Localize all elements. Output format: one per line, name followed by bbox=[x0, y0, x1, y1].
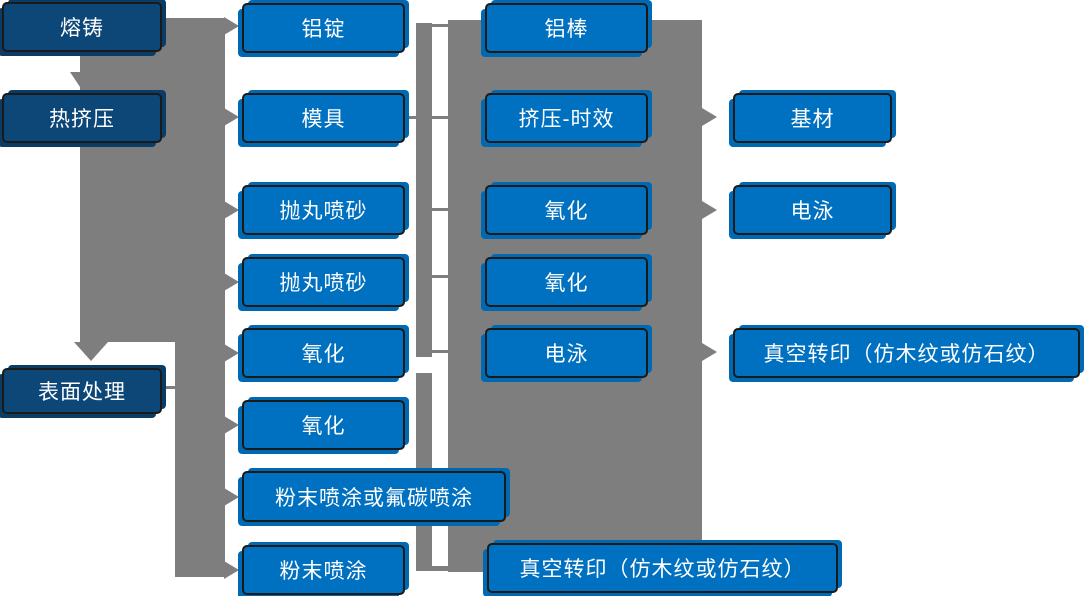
node-label: 氧化 bbox=[544, 200, 589, 223]
node-surface-treatment: 表面处理 bbox=[2, 368, 162, 414]
arrow-right-to-powder-fluorocarbon-icon bbox=[224, 488, 239, 506]
stub-surface-treatment-to-band bbox=[162, 386, 178, 389]
node-powder-coating: 粉末喷涂 bbox=[242, 545, 405, 595]
node-label: 氧化 bbox=[301, 343, 346, 366]
node-shot-blasting-1: 抛丸喷砂 bbox=[242, 185, 405, 235]
node-label: 真空转印（仿木纹或仿石纹） bbox=[763, 343, 1050, 366]
node-electrophoresis-b: 电泳 bbox=[733, 185, 892, 235]
node-label: 抛丸喷砂 bbox=[279, 200, 368, 223]
arrow-right-to-aluminum-ingot-icon bbox=[224, 17, 239, 35]
node-electrophoresis-a: 电泳 bbox=[485, 328, 648, 378]
stub-bar-to-block-row1 bbox=[432, 24, 448, 27]
node-label: 表面处理 bbox=[38, 381, 126, 404]
arrow-right-to-vacuum-transfer-icon bbox=[702, 343, 717, 361]
stub-bar-to-block-row5 bbox=[432, 350, 448, 353]
node-label: 热挤压 bbox=[49, 108, 115, 131]
arrow-down-melting-to-extrusion-icon bbox=[70, 72, 94, 90]
node-vacuum-transfer-print-a: 真空转印（仿木纹或仿石纹） bbox=[487, 543, 838, 593]
node-melting-casting: 熔铸 bbox=[2, 2, 162, 52]
arrow-down-to-surface-treatment-icon bbox=[74, 342, 108, 361]
stub-bar-to-block-row2 bbox=[432, 116, 448, 119]
node-mold: 模具 bbox=[242, 93, 405, 143]
node-label: 抛丸喷砂 bbox=[279, 272, 368, 295]
node-label: 熔铸 bbox=[60, 17, 104, 40]
node-hot-extrusion: 热挤压 bbox=[2, 93, 162, 143]
node-label: 基材 bbox=[790, 108, 835, 131]
connector-stage-band bbox=[80, 18, 225, 342]
node-label: 真空转印（仿木纹或仿石纹） bbox=[519, 558, 806, 581]
stub-mold-to-bar bbox=[404, 116, 416, 119]
node-label: 铝锭 bbox=[301, 18, 346, 41]
arrow-right-to-electrophoresis-icon bbox=[702, 201, 717, 219]
node-extrusion-aging: 挤压-时效 bbox=[485, 93, 648, 143]
stub-bar-to-block-bottom bbox=[432, 566, 448, 571]
node-powder-or-fluorocarbon-coating: 粉末喷涂或氟碳喷涂 bbox=[242, 471, 506, 522]
stub-bar-to-block-row4 bbox=[432, 275, 448, 278]
node-label: 粉末喷涂 bbox=[279, 560, 368, 583]
node-shot-blasting-2: 抛丸喷砂 bbox=[242, 257, 405, 307]
node-oxidation-a: 氧化 bbox=[242, 328, 405, 378]
arrow-right-to-shot-blasting-2-icon bbox=[224, 273, 239, 291]
node-aluminum-rod: 铝棒 bbox=[485, 3, 648, 53]
arrow-right-to-mold-icon bbox=[224, 108, 239, 126]
node-oxidation-b: 氧化 bbox=[242, 400, 405, 450]
arrow-right-to-base-material-icon bbox=[702, 108, 717, 126]
node-label: 铝棒 bbox=[544, 18, 589, 41]
arrow-right-to-shot-blasting-1-icon bbox=[224, 201, 239, 219]
node-label: 电泳 bbox=[790, 200, 835, 223]
stub-bar-to-block-row3 bbox=[432, 208, 448, 211]
node-base-material: 基材 bbox=[733, 93, 892, 143]
node-label: 氧化 bbox=[301, 415, 346, 438]
node-label: 氧化 bbox=[544, 272, 589, 295]
arrow-right-to-oxidation-a-icon bbox=[224, 344, 239, 362]
node-label: 模具 bbox=[301, 108, 346, 131]
arrow-right-to-oxidation-b-icon bbox=[224, 416, 239, 434]
arrow-right-to-powder-coating-icon bbox=[224, 561, 239, 579]
connector-stage-band-extension bbox=[175, 342, 225, 577]
node-oxidation-d: 氧化 bbox=[485, 257, 648, 307]
node-aluminum-ingot: 铝锭 bbox=[242, 3, 405, 53]
node-label: 挤压-时效 bbox=[518, 108, 615, 131]
node-vacuum-transfer-print-b: 真空转印（仿木纹或仿石纹） bbox=[733, 328, 1080, 378]
connector-mid-bar-upper bbox=[416, 23, 432, 357]
node-oxidation-c: 氧化 bbox=[485, 185, 648, 235]
node-label: 粉末喷涂或氟碳喷涂 bbox=[275, 486, 473, 510]
node-label: 电泳 bbox=[544, 343, 589, 366]
